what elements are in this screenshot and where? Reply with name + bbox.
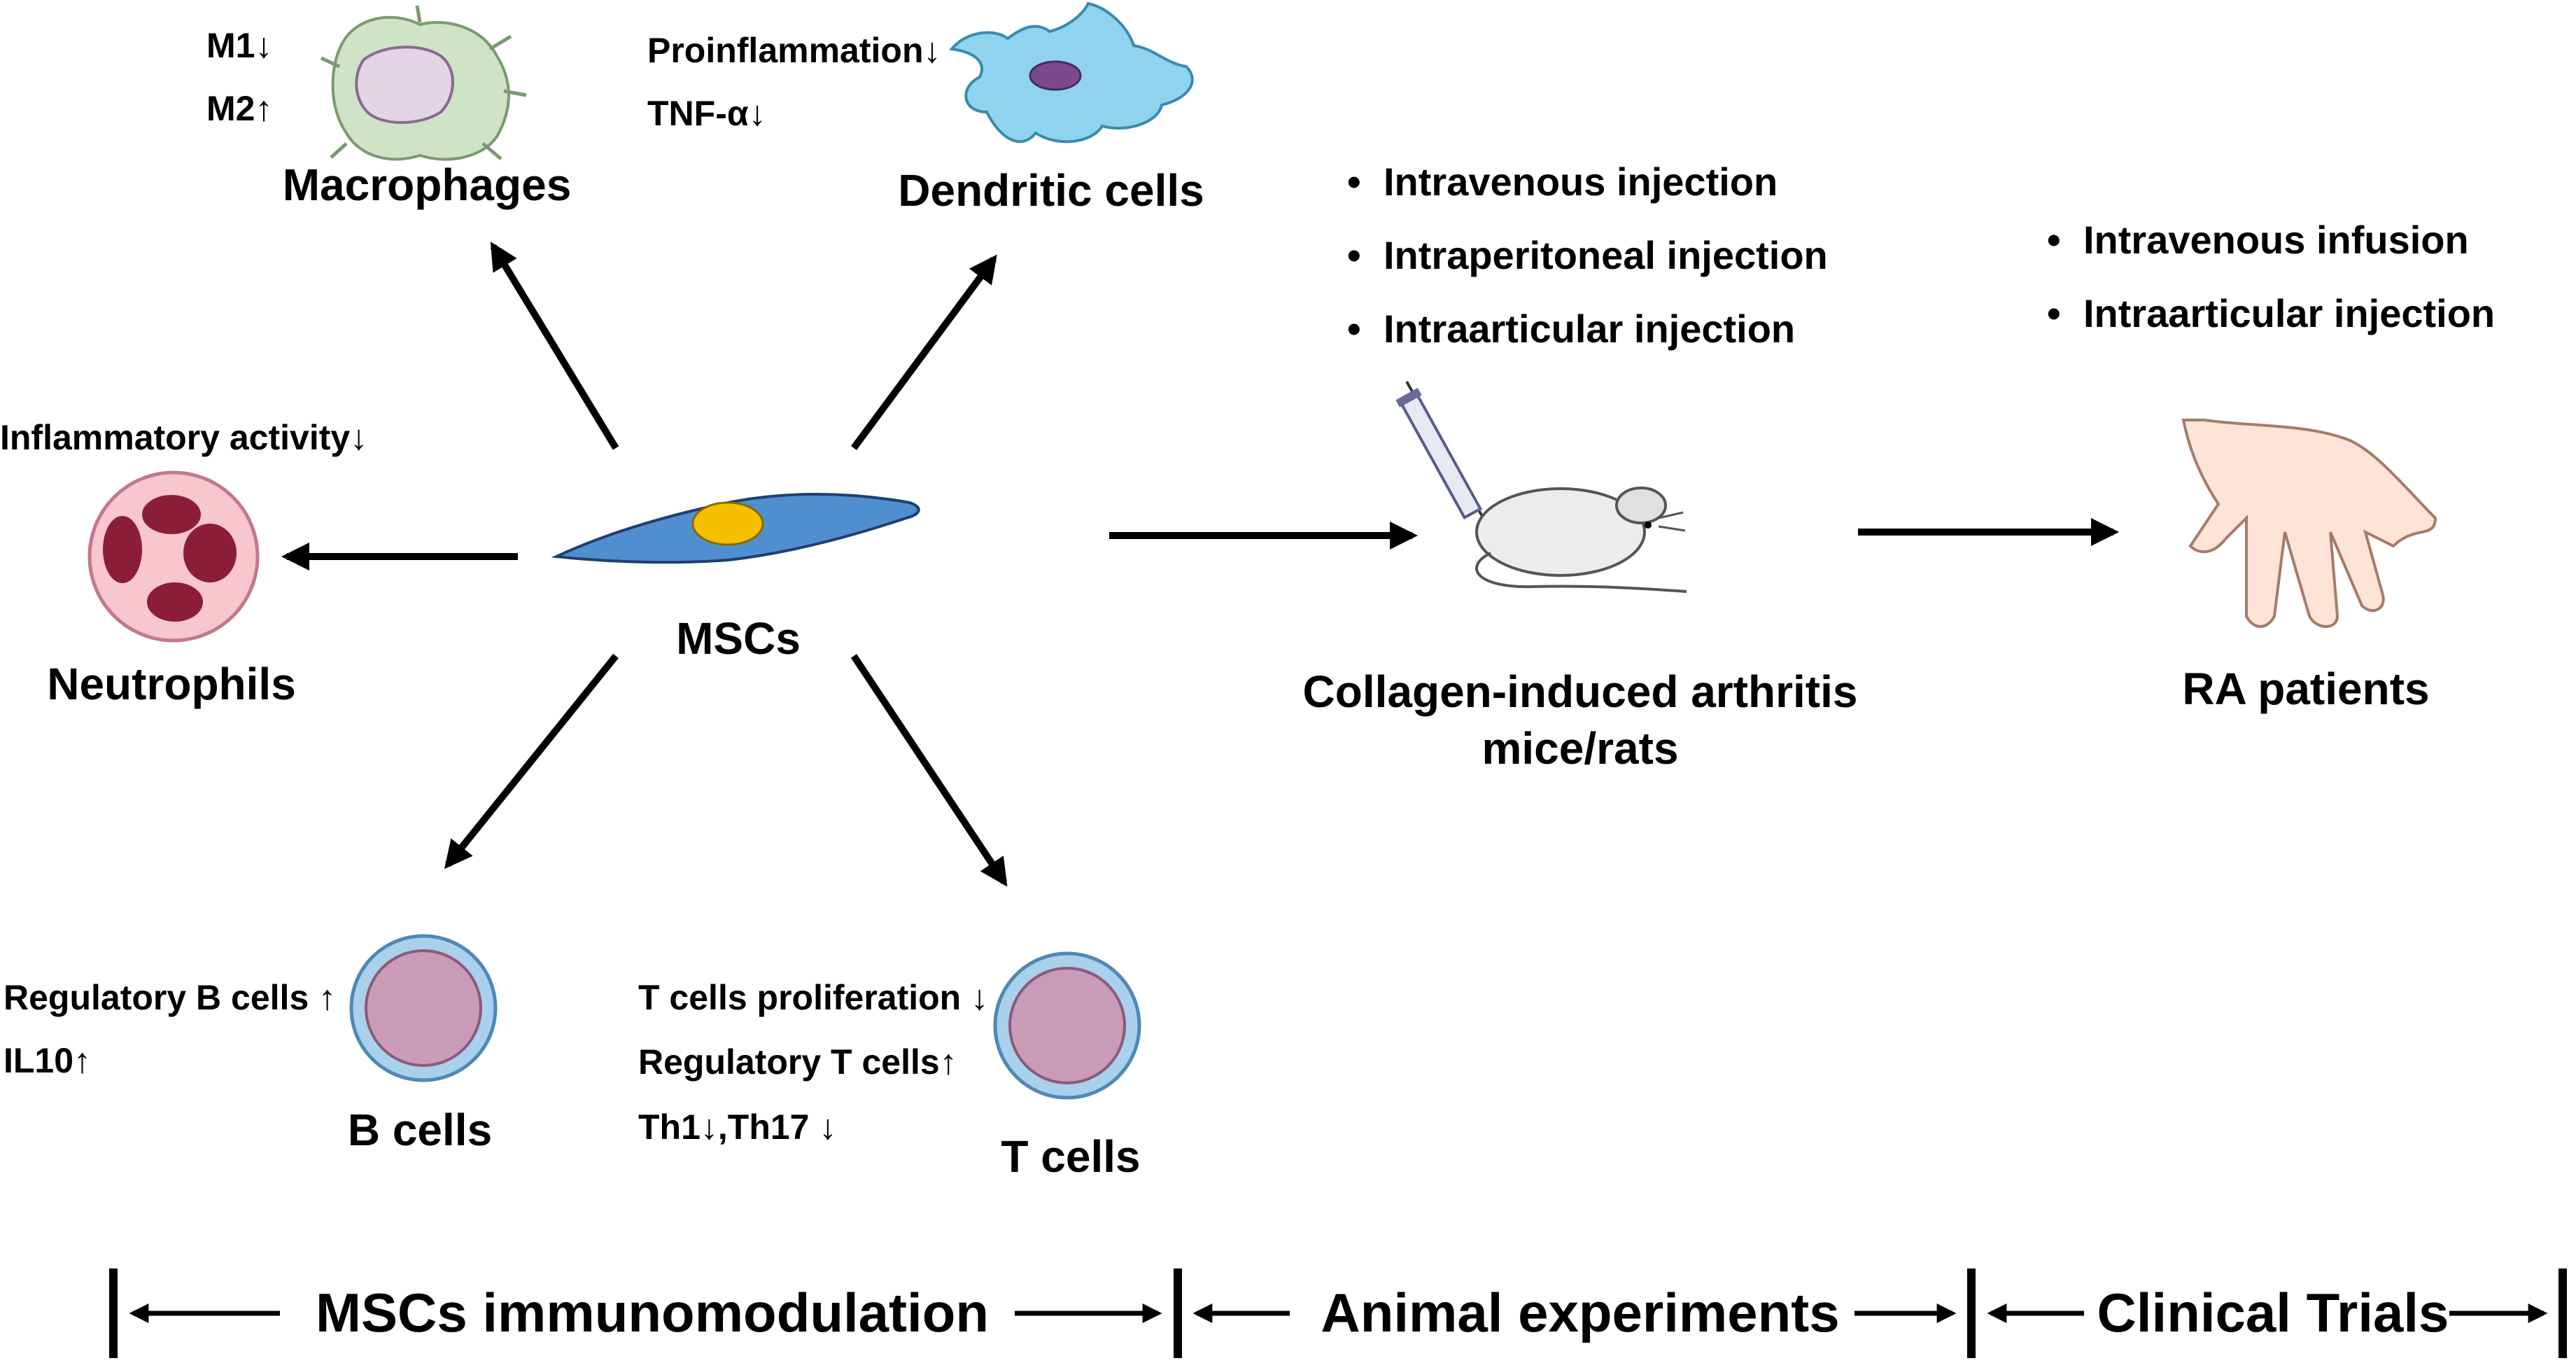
arrow-to-dendritic <box>850 254 997 450</box>
b-cell-icon <box>349 934 498 1082</box>
b-cell-note-il10: IL10↑ <box>3 1041 92 1080</box>
arrow-to-b-cells <box>444 653 619 869</box>
arrow-to-t-cells <box>850 654 1008 887</box>
animal-route: •Intraperitoneal injection <box>1347 233 1828 277</box>
neutrophil-icon <box>87 470 260 643</box>
timeline-clinical-trials: Clinical Trials <box>2097 1282 2449 1343</box>
neutrophils-label: Neutrophils <box>47 659 296 709</box>
dendritic-cell-icon <box>949 1 1194 144</box>
msc-cell-icon <box>551 492 920 564</box>
macrophage-icon <box>320 5 527 161</box>
arrow-to-macrophages <box>490 242 619 450</box>
t-cell-note-th: Th1↓,Th17 ↓ <box>638 1107 837 1147</box>
ra-patients-label: RA patients <box>2182 664 2430 714</box>
msc-arrows <box>281 242 2119 887</box>
neutrophil-note: Inflammatory activity↓ <box>0 418 368 457</box>
timeline-animal-experiments: Animal experiments <box>1321 1282 1840 1343</box>
t-cell-note-regulatory: Regulatory T cells↑ <box>638 1042 957 1082</box>
hand-icon <box>2181 419 2437 628</box>
animal-route: •Intraarticular injection <box>1347 307 1796 351</box>
clinical-route: •Intravenous infusion <box>2047 218 2469 262</box>
macrophage-note-m2: M2↑ <box>206 89 273 128</box>
mouse-icon <box>1475 487 1687 593</box>
clinical-route: •Intraarticular injection <box>2047 291 2496 335</box>
msc-label: MSCs <box>676 613 801 664</box>
dendritic-note-proinflammation: Proinflammation↓ <box>647 31 941 70</box>
macrophages-label: Macrophages <box>282 160 572 210</box>
dendritic-note-tnf: TNF-α↓ <box>647 94 766 133</box>
syringe-icon <box>1395 381 1488 526</box>
t-cell-note-proliferation: T cells proliferation ↓ <box>638 978 989 1017</box>
animal-model-label: Collagen-induced arthritis mice/rats <box>1302 666 1858 774</box>
bottom-timeline <box>109 1268 2567 1358</box>
timeline-immunomodulation: MSCs immunomodulation <box>316 1282 989 1343</box>
animal-route: •Intravenous injection <box>1347 160 1778 204</box>
dendritic-label: Dendritic cells <box>898 165 1204 216</box>
b-cells-label: B cells <box>347 1105 493 1155</box>
b-cell-note-regulatory: Regulatory B cells ↑ <box>3 978 337 1017</box>
macrophage-note-m1: M1↓ <box>206 26 273 65</box>
t-cell-icon <box>993 951 1141 1100</box>
t-cells-label: T cells <box>1001 1131 1141 1182</box>
